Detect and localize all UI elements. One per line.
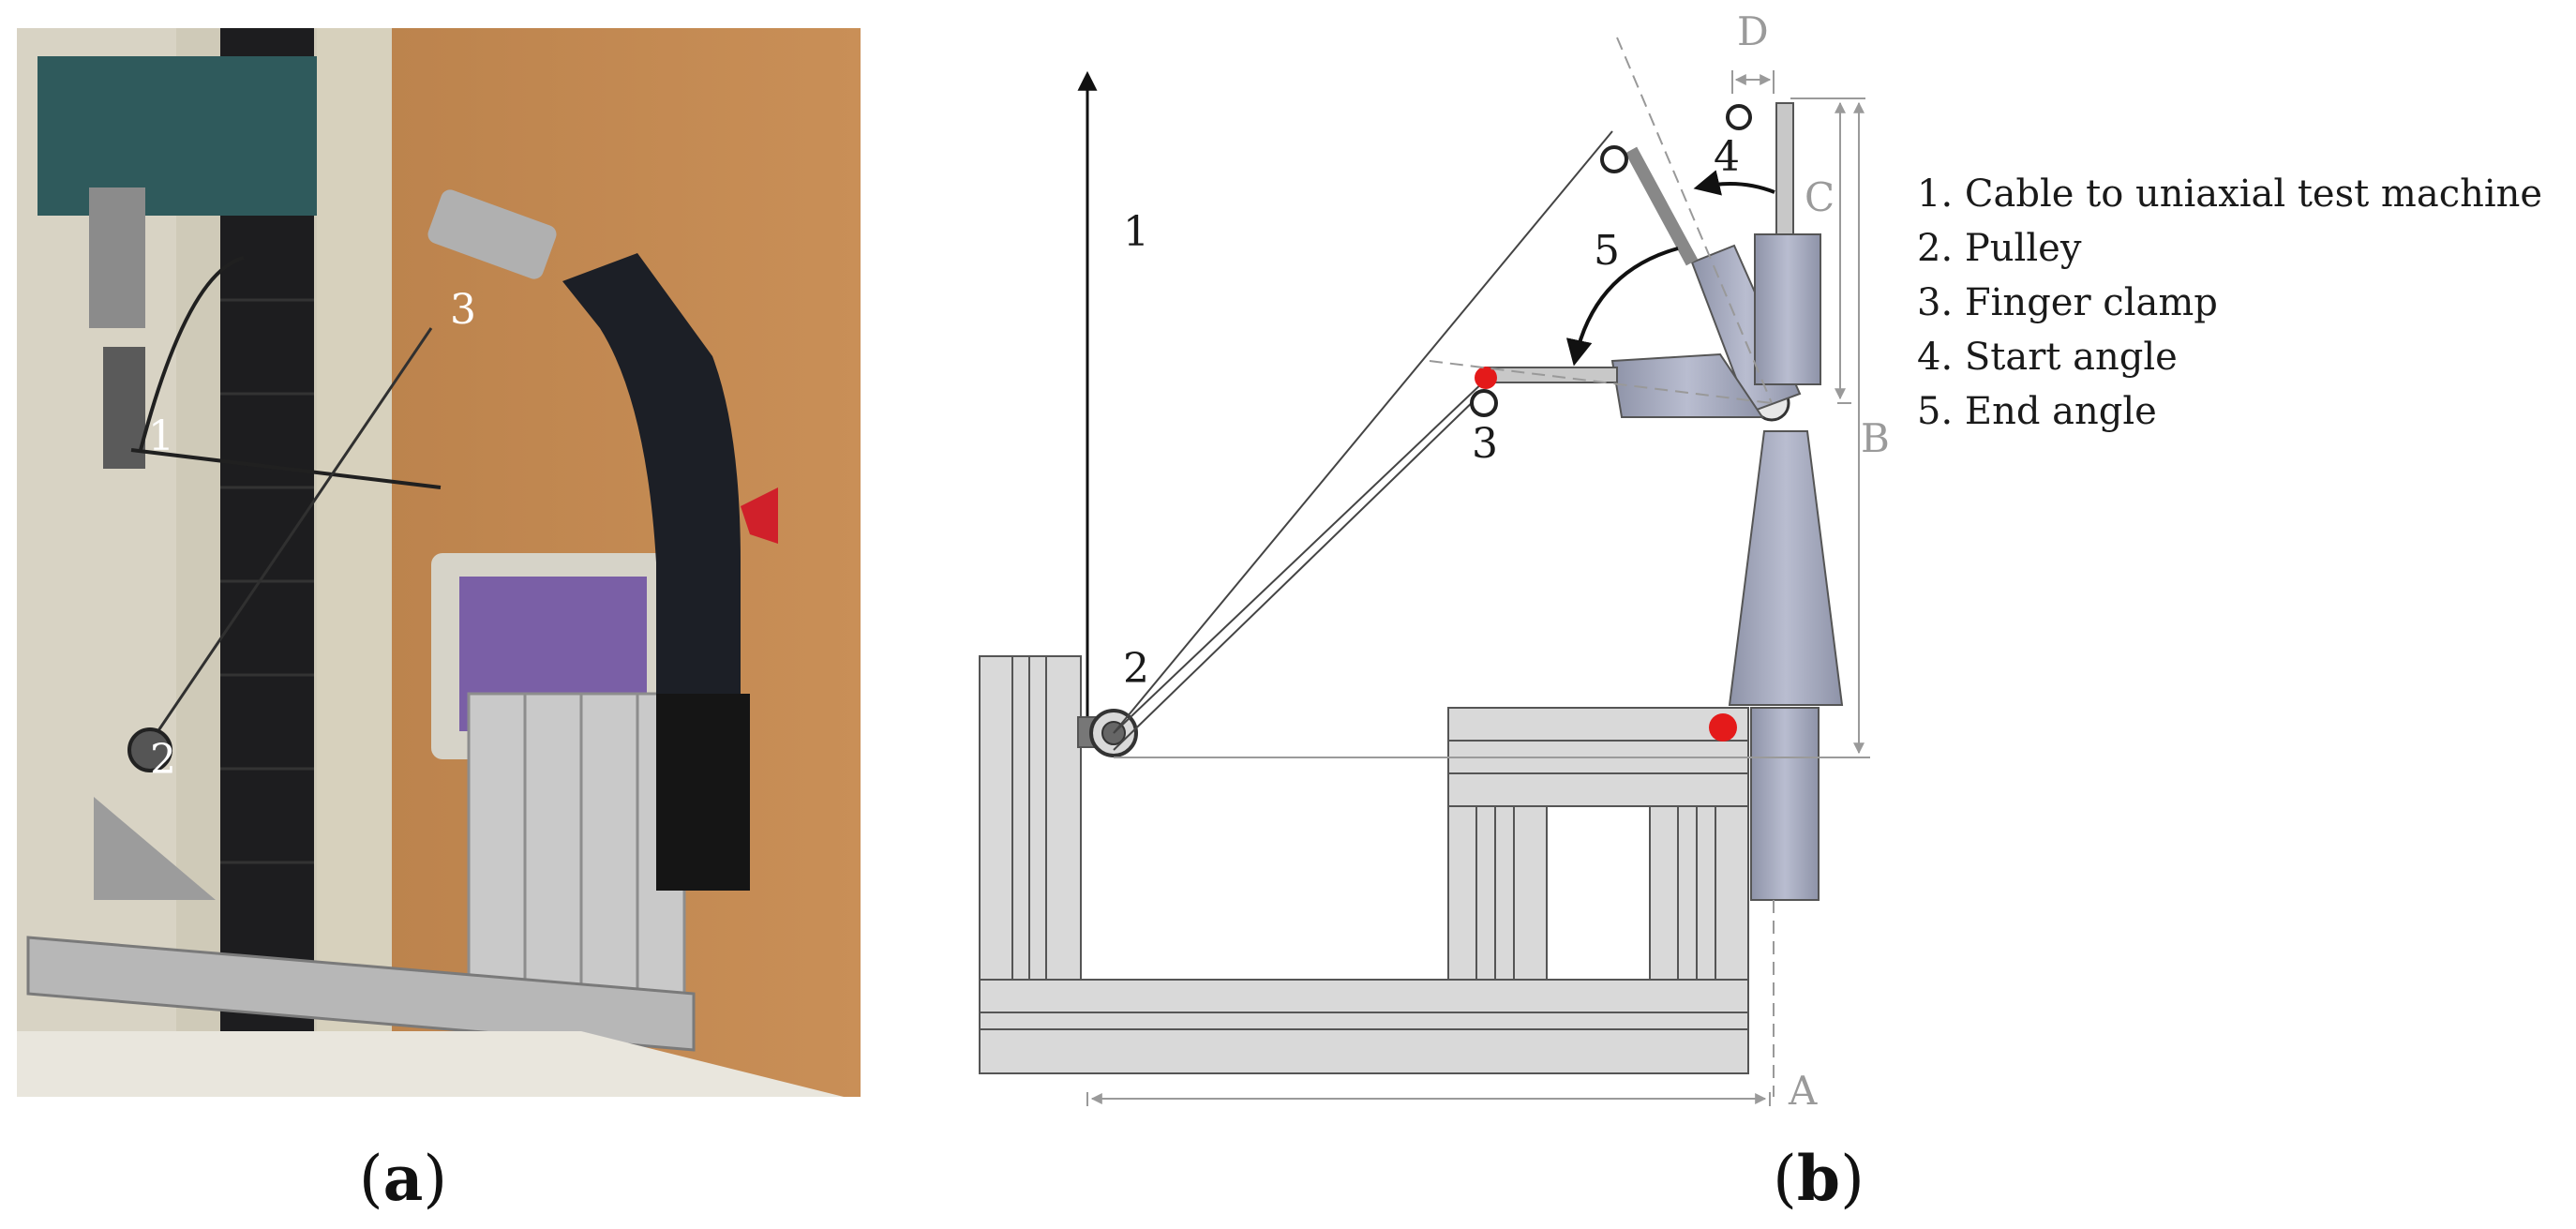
caption-a-open: ( (359, 1143, 383, 1215)
cable-to-start (1113, 130, 1613, 734)
load-cell (89, 187, 145, 328)
photo-pulley (127, 727, 172, 772)
grip-clamp (103, 347, 145, 469)
caption-a-letter: a (383, 1142, 424, 1215)
end-rod (1485, 367, 1618, 383)
table (17, 1031, 844, 1097)
construction-line-diagonal (1616, 37, 1773, 404)
legend-item-4: 4. Start angle (1917, 336, 2178, 379)
photo-label-1: 1 (148, 412, 174, 460)
dimension-label-c: C (1805, 174, 1835, 220)
start-rod (1775, 102, 1794, 235)
clamp-start (1726, 104, 1752, 130)
finger-middle-end (1610, 352, 1764, 418)
dimension-label-a: A (1788, 1068, 1818, 1114)
dimension-lines (1086, 70, 1870, 1106)
legend-item-5: 5. End angle (1917, 390, 2157, 433)
photo-cable-diagonal (143, 327, 433, 751)
legend-item-1: 1. Cable to uniaxial test machine (1917, 172, 2542, 216)
cable-to-end (1113, 379, 1487, 734)
angled-rod (1625, 146, 1699, 266)
photo-panel-a (17, 28, 861, 1097)
legend-item-2: 2. Pulley (1917, 227, 2082, 270)
caption-a-close: ) (423, 1143, 447, 1215)
fixture-stand (467, 692, 686, 1005)
finger-proximal (1728, 430, 1844, 706)
caption-a: (a) (359, 1142, 447, 1215)
clamp-end (1470, 389, 1498, 417)
glove-mount (656, 694, 750, 891)
schematic-label-1: 1 (1123, 208, 1149, 256)
caption-b-open: ( (1773, 1143, 1797, 1215)
legend: 1. Cable to uniaxial test machine 2. Pul… (1917, 172, 2542, 433)
base-rail (26, 936, 696, 1052)
table-leg-left (1447, 805, 1548, 981)
photo-finger-clamp (427, 189, 557, 279)
schematic-label-3: 3 (1472, 420, 1498, 468)
end-angle-arrow (1565, 247, 1679, 367)
photo-label-2: 2 (150, 736, 176, 784)
photo-label-3: 3 (450, 286, 476, 334)
cable-lower (1113, 393, 1482, 751)
caption-b-close: ) (1840, 1143, 1865, 1215)
caption-b: (b) (1773, 1142, 1865, 1215)
caption-b-letter: b (1797, 1142, 1840, 1215)
legend-item-3: 3. Finger clamp (1917, 281, 2218, 324)
clamp-angled (1600, 145, 1628, 173)
dimension-label-b: B (1861, 415, 1890, 461)
schematic-panel-b (979, 37, 1870, 1106)
base-beam (979, 979, 1749, 1074)
photo-cable (130, 256, 442, 489)
red-marker-clamp (1475, 367, 1497, 389)
bracket (94, 797, 216, 900)
red-clip (741, 487, 778, 544)
finger-base-tube (1750, 707, 1820, 901)
schematic-label-4: 4 (1714, 133, 1740, 181)
start-angle-arrow (1693, 170, 1775, 196)
schematic-label-5: 5 (1594, 227, 1620, 275)
table-leg-right (1649, 805, 1749, 981)
crosshead (37, 56, 319, 216)
finger-distal-start (1754, 233, 1821, 385)
dimension-label-d: D (1737, 8, 1769, 54)
right-column (317, 28, 392, 1097)
schematic-label-2: 2 (1123, 645, 1149, 693)
red-marker-table (1709, 713, 1737, 742)
construction-line-horizontal (1429, 360, 1773, 404)
